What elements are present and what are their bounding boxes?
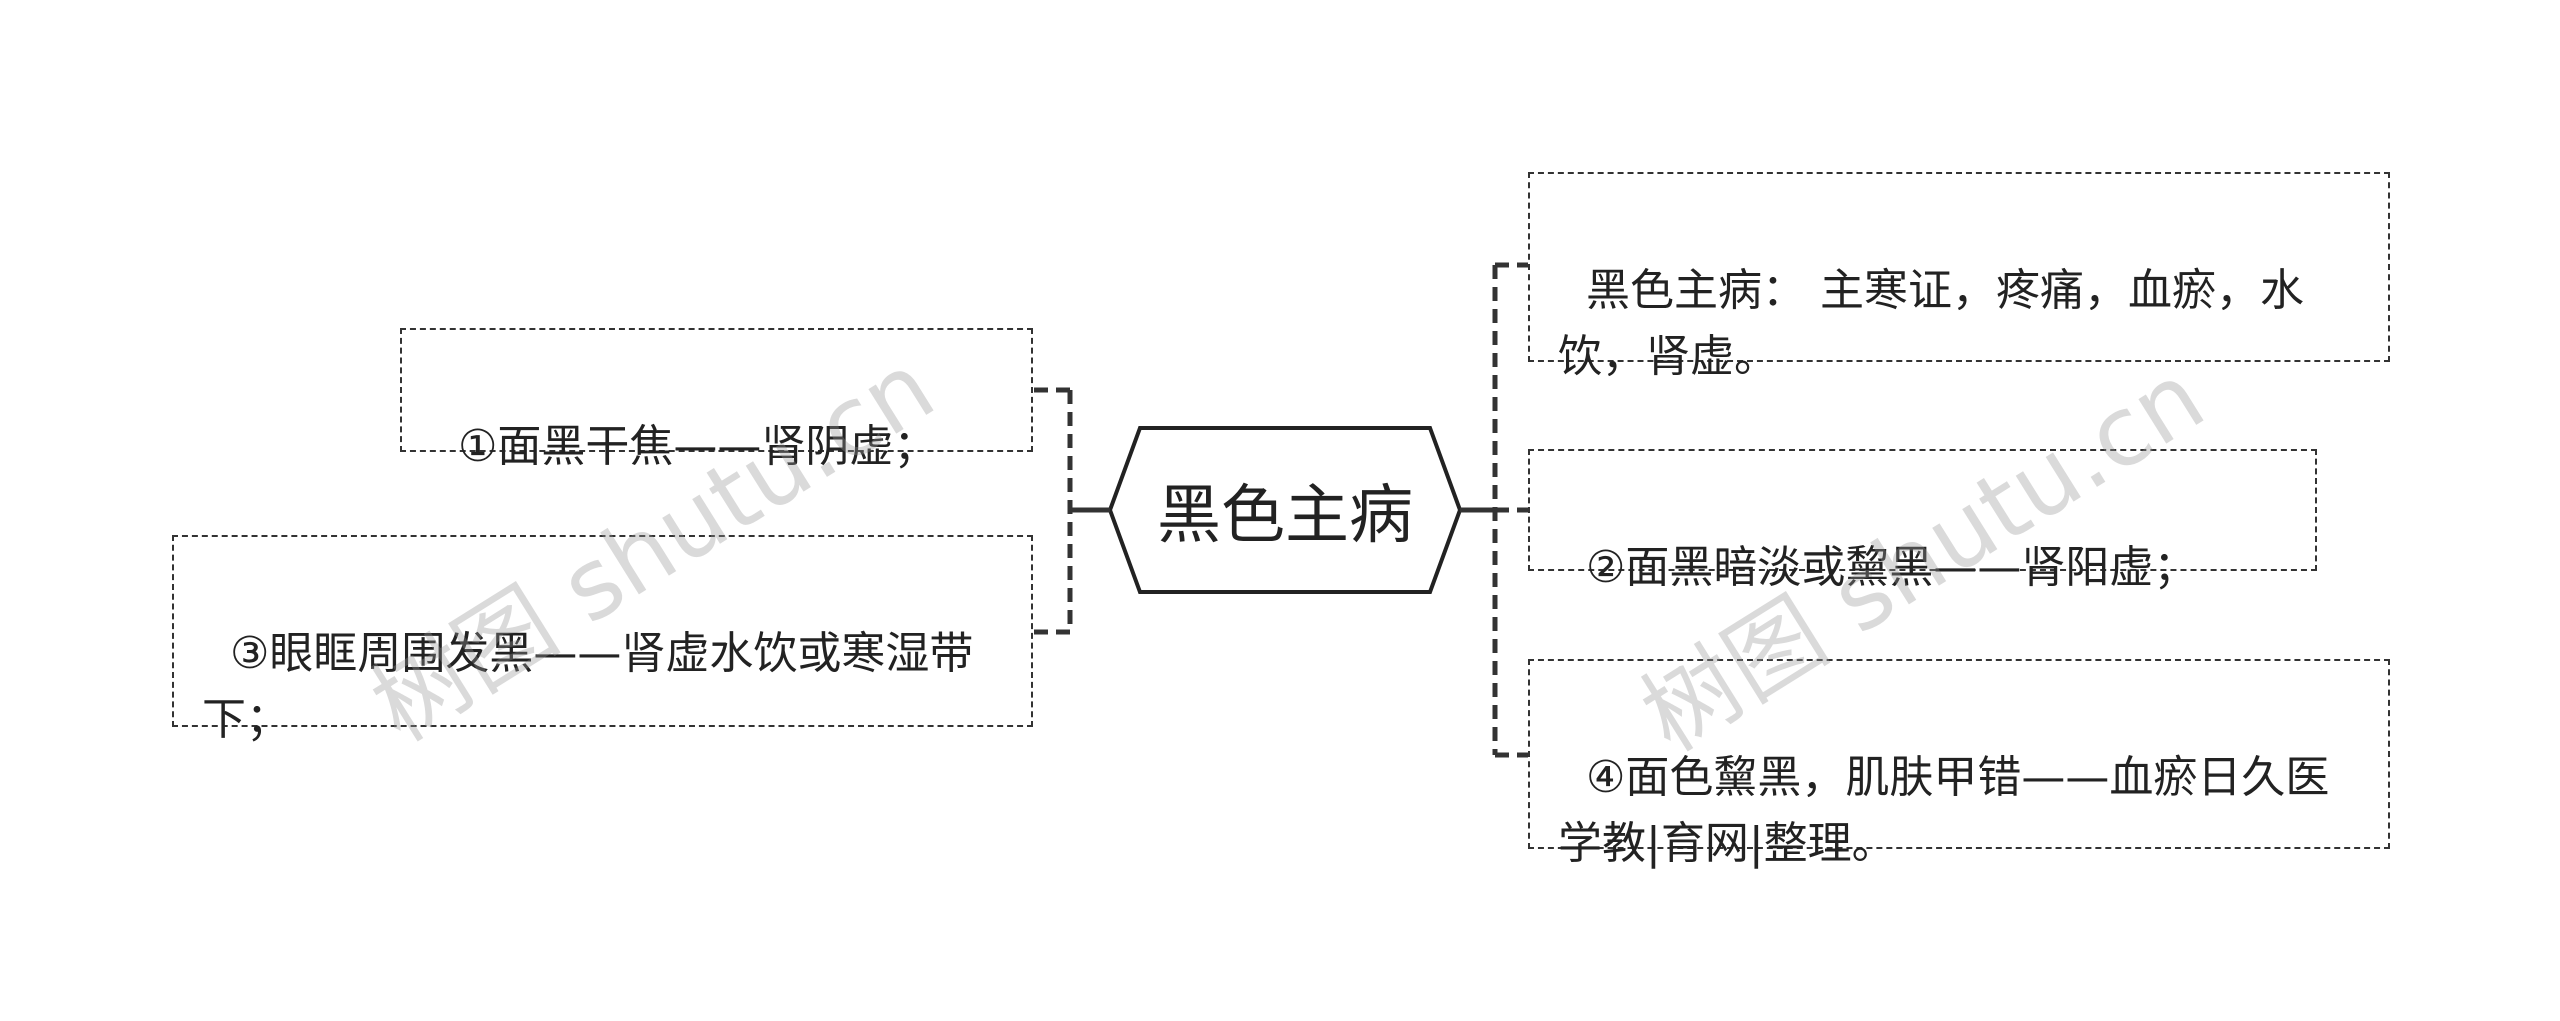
left-node-2[interactable]: ③眼眶周围发黑——肾虚水饮或寒湿带下；: [172, 535, 1033, 745]
right-node-1[interactable]: 黑色主病： 主寒证，疼痛，血瘀，水饮，肾虚。: [1528, 172, 2390, 382]
left-connectors: [1033, 387, 1110, 635]
right-node-1-text: 黑色主病： 主寒证，疼痛，血瘀，水饮，肾虚。: [1558, 265, 2304, 382]
left-node-2-text: ③眼眶周围发黑——肾虚水饮或寒湿带下；: [202, 628, 974, 745]
right-node-3-text: ④面色黧黑，肌肤甲错——血瘀日久医学教|育网|整理。: [1558, 752, 2330, 869]
center-node[interactable]: 黑色主病: [1110, 428, 1460, 592]
left-node-1-text: ①面黑干焦——肾阴虚；: [457, 421, 938, 472]
right-node-3[interactable]: ④面色黧黑，肌肤甲错——血瘀日久医学教|育网|整理。: [1528, 659, 2390, 869]
left-node-1[interactable]: ①面黑干焦——肾阴虚；: [400, 328, 1033, 472]
right-node-2-text: ②面黑暗淡或黧黑——肾阳虚；: [1585, 542, 2198, 593]
right-node-2[interactable]: ②面黑暗淡或黧黑——肾阳虚；: [1528, 449, 2317, 593]
right-connectors: [1460, 262, 1528, 758]
center-node-label: 黑色主病: [1157, 479, 1413, 553]
